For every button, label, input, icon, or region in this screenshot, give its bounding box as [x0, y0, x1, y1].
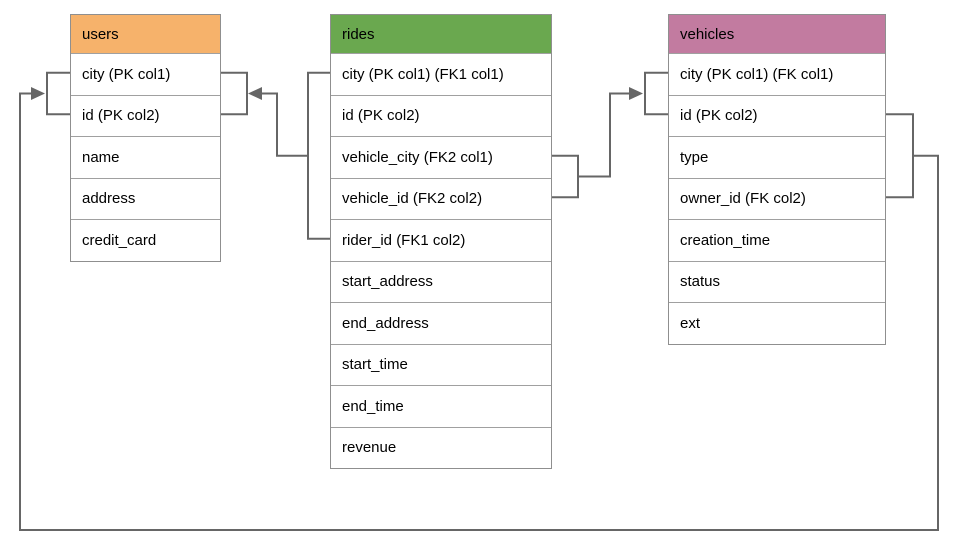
- connector-shaft: [250, 92, 308, 157]
- vehicles-row-owner-id: owner_id (FK col2): [669, 177, 885, 219]
- table-users-header: users: [71, 15, 220, 53]
- table-vehicles[interactable]: vehicles city (PK col1) (FK col1) id (PK…: [668, 14, 886, 345]
- connector-shaft: [578, 92, 640, 178]
- rides-row-vehicle-id: vehicle_id (FK2 col2): [331, 177, 551, 219]
- table-rides-header: rides: [331, 15, 551, 53]
- vehicles-row-city: city (PK col1) (FK col1): [669, 53, 885, 95]
- rides-row-id: id (PK col2): [331, 94, 551, 136]
- vehicles-row-id: id (PK col2): [669, 94, 885, 136]
- users-left-bracket: [46, 71, 70, 116]
- vehicles-row-ext: ext: [669, 302, 885, 344]
- rides-row-vehicle-city: vehicle_city (FK2 col1): [331, 136, 551, 178]
- vehicles-right-bracket: [886, 113, 914, 199]
- rides-row-rider-id: rider_id (FK1 col2): [331, 219, 551, 261]
- rides-row-start-time: start_time: [331, 343, 551, 385]
- users-row-address: address: [71, 177, 220, 219]
- rides-row-start-address: start_address: [331, 260, 551, 302]
- rides-row-city: city (PK col1) (FK1 col1): [331, 53, 551, 95]
- users-row-id: id (PK col2): [71, 94, 220, 136]
- users-row-credit-card: credit_card: [71, 219, 220, 261]
- arrowhead-icon: [31, 87, 45, 100]
- vehicles-row-status: status: [669, 260, 885, 302]
- arrowhead-icon: [629, 87, 643, 100]
- connector-shaft: [19, 92, 939, 531]
- users-right-bracket: [221, 71, 248, 116]
- users-row-city: city (PK col1): [71, 53, 220, 95]
- rides-row-revenue: revenue: [331, 426, 551, 468]
- table-users[interactable]: users city (PK col1) id (PK col2) name a…: [70, 14, 221, 262]
- connector-vehicles-to-users[interactable]: [19, 71, 939, 531]
- vehicles-left-bracket: [644, 71, 668, 116]
- rides-row-end-address: end_address: [331, 302, 551, 344]
- table-rides[interactable]: rides city (PK col1) (FK1 col1) id (PK c…: [330, 14, 552, 469]
- connector-rides-to-vehicles[interactable]: [552, 71, 668, 199]
- table-vehicles-header: vehicles: [669, 15, 885, 53]
- rides-left-bracket: [307, 71, 330, 240]
- rides-row-end-time: end_time: [331, 385, 551, 427]
- vehicles-row-type: type: [669, 136, 885, 178]
- vehicles-row-creation-time: creation_time: [669, 219, 885, 261]
- rides-right-bracket: [552, 154, 579, 199]
- connector-rides-to-users[interactable]: [221, 71, 330, 240]
- arrowhead-icon: [248, 87, 262, 100]
- users-row-name: name: [71, 136, 220, 178]
